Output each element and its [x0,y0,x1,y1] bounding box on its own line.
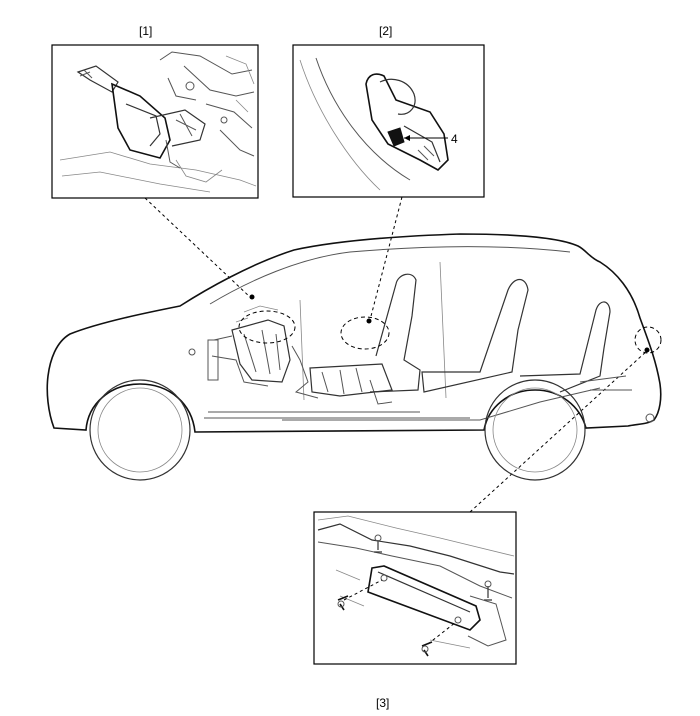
vehicle-side-view [46,233,662,481]
vehicle-body-outline [46,233,662,433]
center-console [309,363,393,405]
connector-illustration [299,57,449,191]
detail-frame-1 [51,44,259,199]
garnish-illustration [317,515,515,657]
part-number-label: 4 [451,132,458,146]
callout-label-1: [1] [139,24,152,38]
wiring-harness-front [188,305,319,399]
detail-frame-2 [292,44,485,198]
leader-line-1 [144,197,252,299]
callout-label-3: [3] [376,696,389,710]
detail-view-3 [313,511,517,665]
location-marker-3 [634,326,662,354]
callout-label-2: [2] [379,24,392,38]
rear-seat [421,278,529,393]
steering-column-illustration [59,51,257,193]
location-marker-2 [340,316,390,350]
rear-wheel [484,379,586,481]
detail-view-2: 4 [292,44,485,198]
third-row-seat [519,301,611,393]
front-seat [369,273,421,393]
location-marker-1 [238,310,296,344]
detail-view-1 [51,44,259,199]
front-wheel [89,379,191,481]
leader-line-2 [369,196,403,321]
